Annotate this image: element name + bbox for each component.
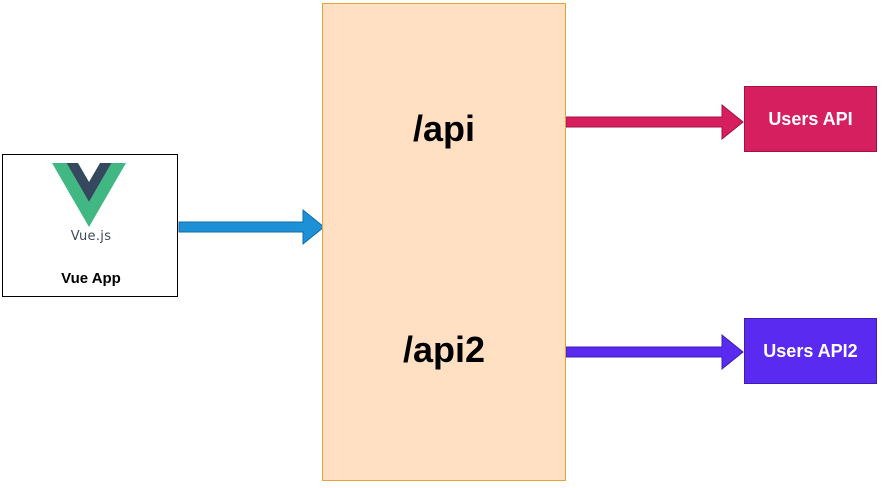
route-api-label: /api bbox=[412, 108, 475, 149]
users-api2-node: Users API2 bbox=[744, 318, 877, 384]
arrow-api2-to-users-api2 bbox=[565, 333, 744, 371]
users-api-node: Users API bbox=[744, 86, 877, 152]
vue-app-label: Vue App bbox=[61, 270, 121, 287]
vue-logo-inner bbox=[66, 163, 112, 202]
vue-logo-icon bbox=[52, 163, 126, 227]
vue-wordmark: Vue.js bbox=[70, 229, 112, 244]
vue-logo-outer bbox=[52, 163, 126, 227]
route-api2-label: /api2 bbox=[402, 329, 486, 370]
users-api2-label: Users API2 bbox=[763, 340, 858, 361]
arrow-vue-to-proxy bbox=[178, 208, 325, 246]
arrow-api-to-users-api bbox=[565, 103, 744, 141]
users-api-label: Users API bbox=[768, 108, 853, 129]
vue-app-node: Vue.js Vue App bbox=[2, 154, 178, 297]
proxy-node: /api /api2 bbox=[322, 3, 566, 481]
